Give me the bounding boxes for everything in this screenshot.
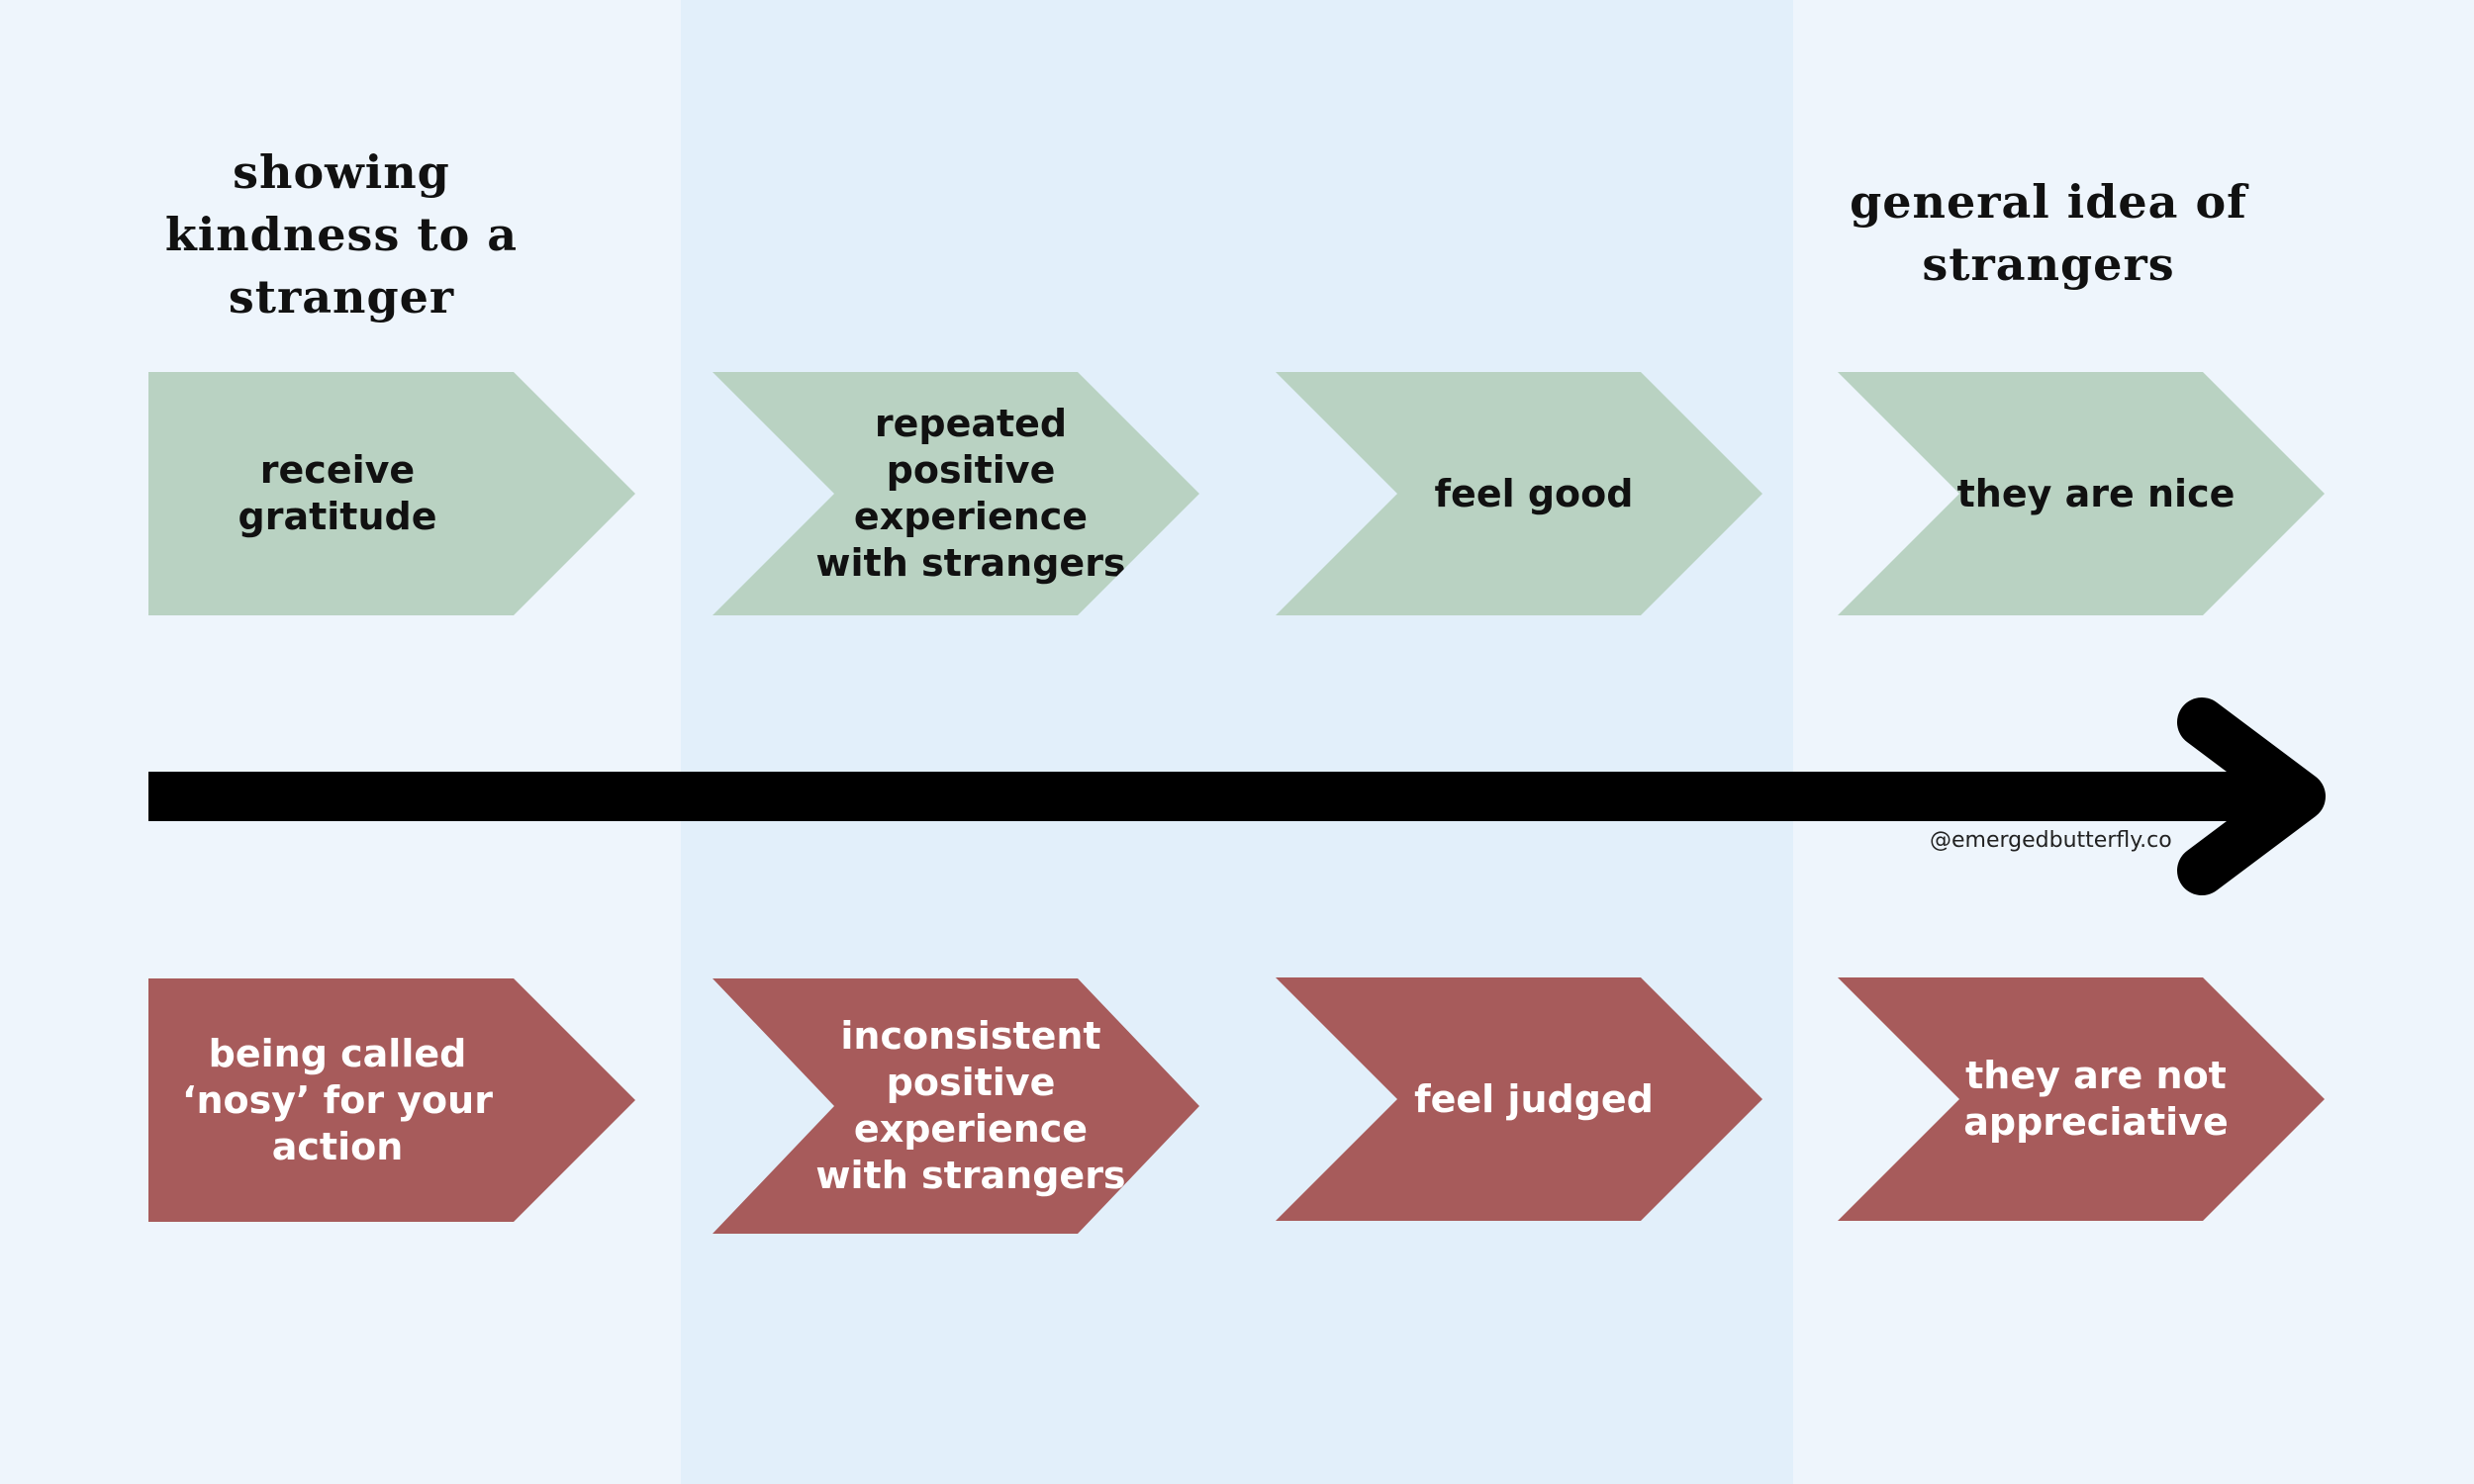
right-arrow-icon [2177,697,2326,895]
chevron-negative-3: feel judged [1276,977,1762,1221]
heading-start: showing kindness to a stranger [164,145,519,324]
chevron-label: inconsistent positive experience with st… [815,1014,1126,1197]
chevron-label: being called ‘nosy’ for your action [182,1031,493,1168]
credit-handle: @emergedbutterfly.co [1930,828,2172,853]
column-band-middle [681,0,1793,1484]
chevron-label: repeated positive experience with strang… [815,402,1126,585]
column-band-left [0,0,681,1484]
chevron-negative-2: inconsistent positive experience with st… [713,978,1199,1234]
chevron-label: feel good [1434,471,1634,515]
chevron-negative-1: being called ‘nosy’ for your action [148,978,635,1222]
chevron-label: they are nice [1956,471,2236,515]
chevron-label: receive gratitude [238,448,437,538]
chevron-positive-1: receive gratitude [148,372,635,615]
chevron-label: they are not appreciative [1963,1054,2229,1144]
chevron-label: feel judged [1414,1076,1654,1121]
column-band-right [1793,0,2474,1484]
arrow-shaft [148,772,2296,821]
heading-end: general idea of strangers [1850,175,2247,291]
